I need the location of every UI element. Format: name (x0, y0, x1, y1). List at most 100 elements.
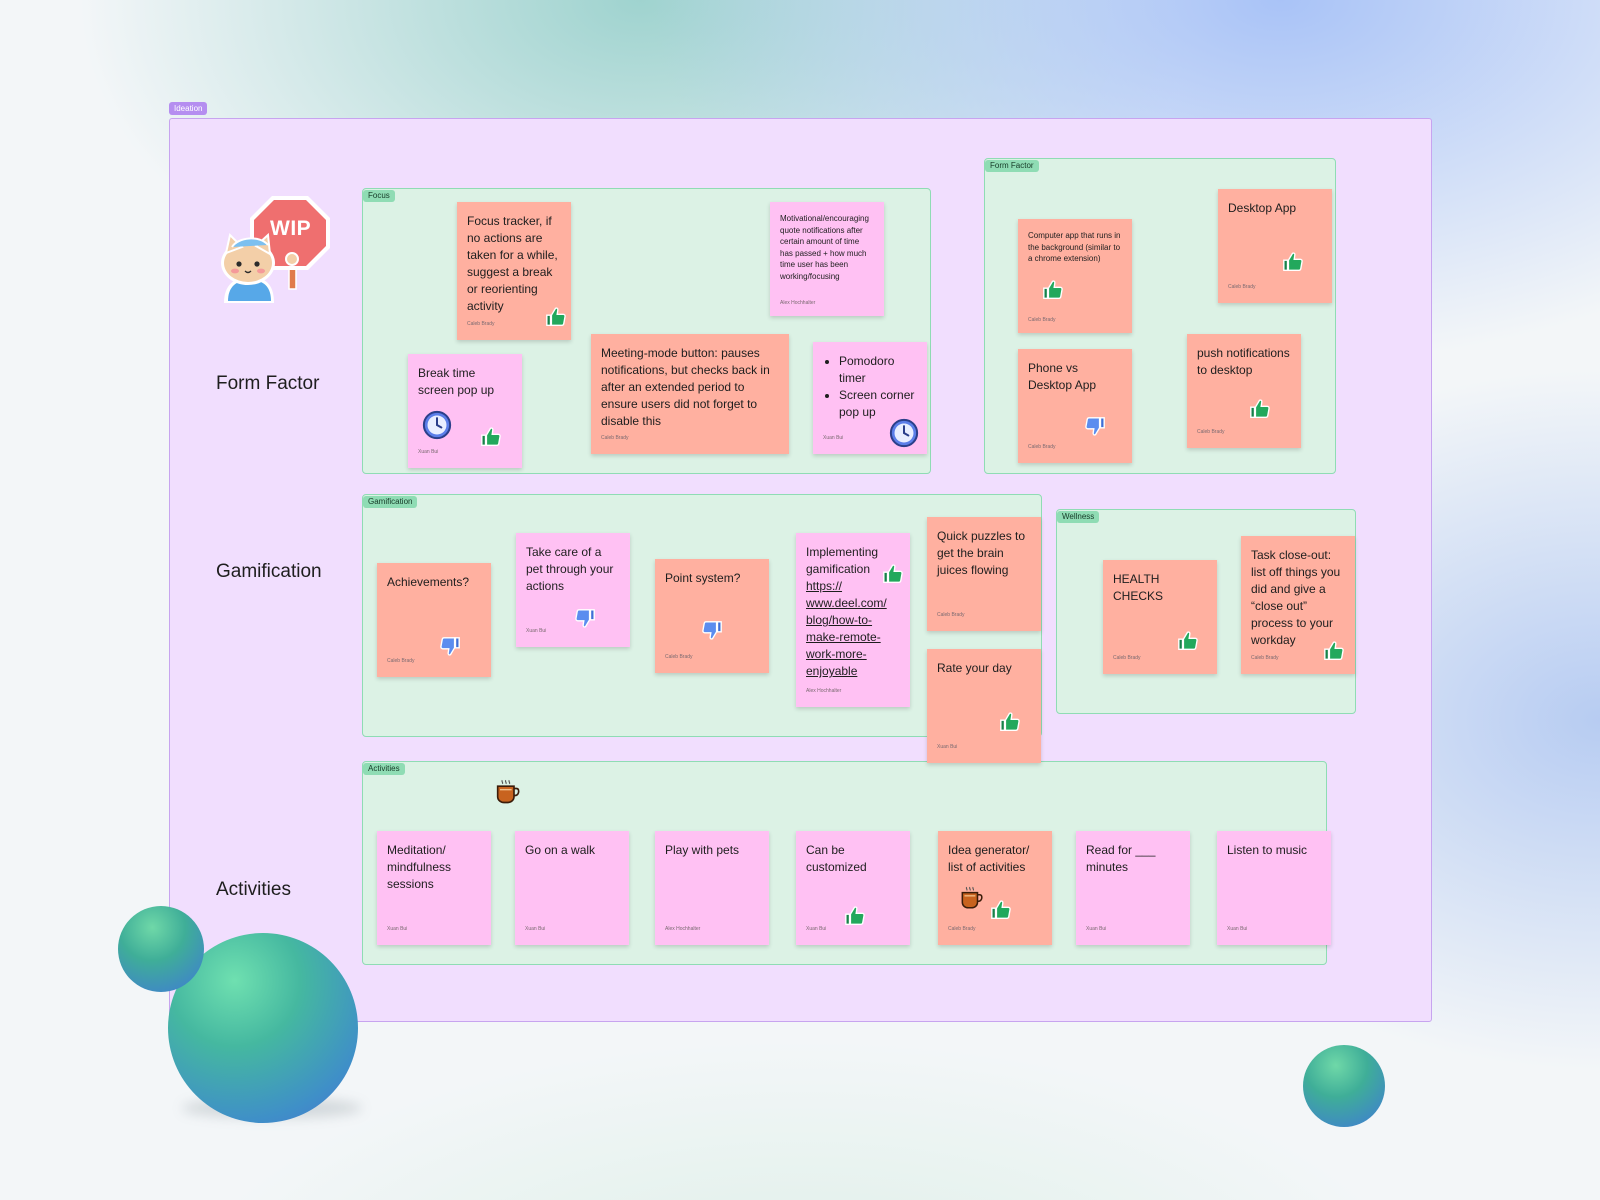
sticky-pomodoro[interactable]: Pomodoro timer Screen corner pop up Xuan… (813, 342, 927, 454)
thumbs-up-icon (990, 899, 1012, 921)
right-sphere (1303, 1045, 1385, 1127)
sticky-author: Caleb Brady (1251, 655, 1279, 661)
sticky-author: Xuan Bui (1086, 926, 1107, 932)
sticky-point-system[interactable]: Point system? Caleb Brady (655, 559, 769, 673)
sticky-rate-your-day[interactable]: Rate your day Xuan Bui (927, 649, 1041, 763)
sticky-author: Caleb Brady (1028, 316, 1056, 323)
row-label-form-factor: Form Factor (216, 373, 320, 394)
thumbs-down-icon (701, 619, 723, 641)
thumbs-up-icon (545, 306, 567, 328)
sticky-text: Go on a walk (525, 843, 596, 857)
sticky-go-on-walk[interactable]: Go on a walk Xuan Bui (515, 831, 629, 945)
wip-label: WIP (270, 217, 312, 240)
sticky-task-closeout[interactable]: Task close-out: list off things you did … (1241, 536, 1355, 674)
section-tag-focus: Focus (363, 190, 395, 202)
sticky-focus-tracker[interactable]: Focus tracker, if no actions are taken f… (457, 202, 571, 340)
frame-tag[interactable]: Ideation (169, 102, 208, 115)
sticky-author: Caleb Brady (1113, 655, 1141, 661)
sticky-puzzles[interactable]: Quick puzzles to get the brain juices fl… (927, 517, 1041, 631)
sticky-author: Xuan Bui (387, 926, 408, 932)
coffee-mug-icon (958, 885, 984, 911)
sticky-idea-generator[interactable]: Idea generator/ list of activities Caleb… (938, 831, 1052, 945)
sticky-author: Caleb Brady (665, 654, 693, 660)
sticky-read-for-minutes[interactable]: Read for ___ minutes Xuan Bui (1076, 831, 1190, 945)
thumbs-up-icon (844, 905, 866, 927)
sticky-text: Listen to music (1227, 843, 1308, 857)
thumbs-up-icon (999, 711, 1021, 733)
sticky-author: Alex Hochhalter (806, 688, 842, 694)
wip-cat-sticker[interactable]: WIP (210, 191, 338, 309)
sticky-author: Xuan Bui (937, 744, 958, 750)
sticky-text: Break time screen pop up (418, 366, 495, 397)
clock-icon (422, 410, 452, 440)
sticky-can-be-customized[interactable]: Can be customized Xuan Bui (796, 831, 910, 945)
sticky-author: Xuan Bui (525, 926, 546, 932)
sticky-author: Xuan Bui (526, 628, 547, 634)
clock-icon (889, 418, 919, 448)
sticky-text: Play with pets (665, 843, 740, 857)
section-tag-form-factor: Form Factor (985, 160, 1039, 172)
coffee-mug-icon (493, 778, 521, 806)
sticky-text: Meditation/ mindfulness sessions (387, 843, 452, 891)
sticky-text: Motivational/encouraging quote notificat… (780, 214, 869, 281)
sticky-text: Point system? (665, 571, 741, 585)
sticky-author: Alex Hochhalter (780, 299, 816, 306)
sticky-motivational[interactable]: Motivational/encouraging quote notificat… (770, 202, 884, 316)
sticky-text: Task close-out: list off things you did … (1251, 548, 1341, 647)
sticky-author: Caleb Brady (948, 926, 976, 932)
thumbs-up-icon (1177, 630, 1199, 652)
thumbs-up-icon (1282, 251, 1304, 273)
bullet-item: Pomodoro timer (839, 353, 917, 387)
sticky-author: Xuan Bui (806, 926, 827, 932)
sticky-health-checks[interactable]: HEALTH CHECKS Caleb Brady (1103, 560, 1217, 674)
sticky-computer-app[interactable]: Computer app that runs in the background… (1018, 219, 1132, 333)
sticky-phone-vs-desktop[interactable]: Phone vs Desktop App Caleb Brady (1018, 349, 1132, 463)
sticky-push-notifications[interactable]: push notifications to desktop Caleb Brad… (1187, 334, 1301, 448)
sticky-achievements[interactable]: Achievements? Caleb Brady (377, 563, 491, 677)
sticky-author: Caleb Brady (937, 612, 965, 618)
bullet-item: Screen corner pop up (839, 387, 917, 421)
sticky-text: Desktop App (1228, 201, 1297, 215)
sticky-author: Alex Hochhalter (665, 926, 701, 932)
sticky-text: push notifications to desktop (1197, 346, 1290, 377)
sticky-text: Read for ___ minutes (1086, 843, 1156, 874)
sticky-author: Caleb Brady (1197, 429, 1225, 435)
sticky-text: Computer app that runs in the background… (1028, 231, 1121, 263)
sticky-listen-to-music[interactable]: Listen to music Xuan Bui (1217, 831, 1331, 945)
sticky-text: HEALTH CHECKS (1113, 572, 1164, 603)
sticky-author: Xuan Bui (418, 449, 439, 455)
thumbs-down-icon (574, 607, 596, 629)
thumbs-down-icon (1084, 415, 1106, 437)
sticky-author: Caleb Brady (467, 321, 495, 327)
section-tag-wellness: Wellness (1057, 511, 1100, 523)
sticky-desktop-app[interactable]: Desktop App Caleb Brady (1218, 189, 1332, 303)
sticky-author: Xuan Bui (1227, 926, 1248, 932)
sticky-bullet-list: Pomodoro timer Screen corner pop up (823, 353, 917, 421)
sticky-break-time[interactable]: Break time screen pop up Xuan Bui (408, 354, 522, 468)
sticky-text: Take care of a pet through your actions (526, 545, 614, 593)
thumbs-up-icon (882, 563, 904, 585)
ideation-frame[interactable]: Form Factor Gamification Activities (169, 118, 1432, 1022)
sticky-text: Achievements? (387, 575, 470, 589)
small-sphere (118, 906, 204, 992)
section-tag-activities: Activities (363, 763, 405, 775)
sticky-meeting-mode[interactable]: Meeting-mode button: pauses notification… (591, 334, 789, 454)
sticky-author: Xuan Bui (823, 435, 844, 441)
sticky-text: Idea generator/ list of activities (948, 843, 1030, 874)
sticky-meditation[interactable]: Meditation/ mindfulness sessions Xuan Bu… (377, 831, 491, 945)
sticky-author: Caleb Brady (387, 658, 415, 664)
sticky-author: Caleb Brady (601, 435, 629, 441)
row-label-activities: Activities (216, 879, 291, 900)
section-tag-gamification: Gamification (363, 496, 418, 508)
sticky-implementing-gamification[interactable]: Implementing gamification https:// www.d… (796, 533, 910, 707)
sticky-text: Quick puzzles to get the brain juices fl… (937, 529, 1026, 577)
thumbs-up-icon (480, 426, 502, 448)
thumbs-up-icon (1323, 640, 1345, 662)
sticky-text: Phone vs Desktop App (1028, 361, 1097, 392)
sticky-author: Caleb Brady (1028, 444, 1056, 450)
sticky-play-with-pets[interactable]: Play with pets Alex Hochhalter (655, 831, 769, 945)
sticky-pet[interactable]: Take care of a pet through your actions … (516, 533, 630, 647)
sticky-text: Focus tracker, if no actions are taken f… (467, 214, 558, 313)
sticky-link[interactable]: https:// www.deel.com/ blog/how-to- make… (806, 579, 887, 678)
thumbs-down-icon (439, 635, 461, 657)
